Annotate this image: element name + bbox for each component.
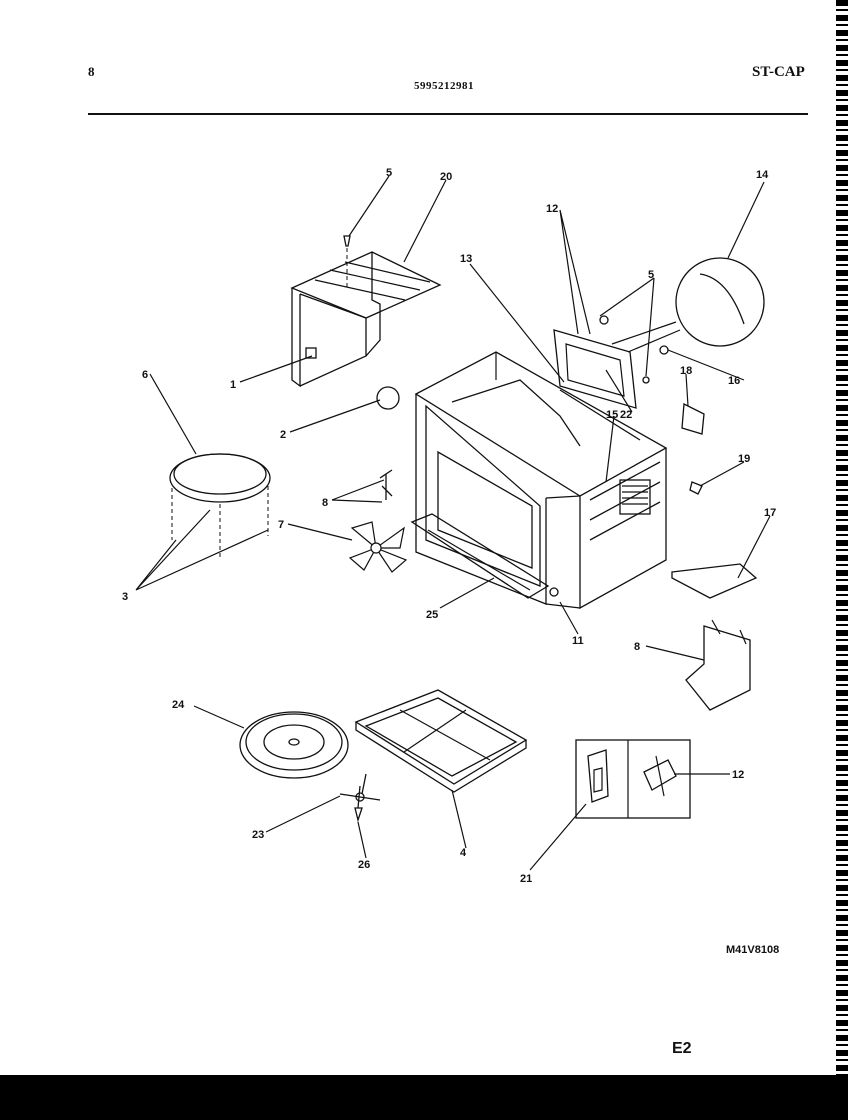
fan-part — [348, 521, 408, 573]
callout-12b: 12 — [732, 769, 744, 781]
control-panel-part — [553, 315, 650, 409]
coupler-part — [339, 773, 381, 809]
roller-ring-part — [169, 453, 271, 560]
callout-2: 2 — [280, 429, 286, 441]
figure-code: M41V8108 — [726, 944, 780, 956]
callout-24: 24 — [172, 699, 185, 711]
cavity-tray-part — [354, 689, 528, 793]
page-code: E2 — [672, 1040, 692, 1057]
callout-26: 26 — [358, 859, 370, 871]
callout-23: 23 — [252, 829, 264, 841]
right-small-parts — [659, 345, 758, 711]
header-rule — [88, 113, 808, 115]
callout-13: 13 — [460, 253, 472, 265]
callout-8b: 8 — [634, 641, 640, 653]
callout-5b: 5 — [648, 269, 654, 281]
callout-18: 18 — [680, 365, 692, 377]
base-tray-part — [410, 513, 550, 599]
scan-border-bottom — [0, 1075, 848, 1120]
turntable-part — [239, 711, 349, 779]
callout-3: 3 — [122, 591, 128, 603]
bracket-part — [379, 469, 393, 500]
scan-border-right — [836, 0, 848, 1075]
document-number: 5995212981 — [414, 80, 474, 92]
callout-16: 16 — [728, 375, 740, 387]
cabinet-part — [414, 351, 668, 610]
page-number: 8 — [88, 64, 95, 79]
callout-25: 25 — [426, 609, 438, 621]
leader-lines — [135, 175, 771, 871]
callout-11: 11 — [572, 635, 584, 647]
callout-1: 1 — [230, 379, 236, 391]
callout-12a: 12 — [546, 203, 558, 215]
callout-8a: 8 — [322, 497, 328, 509]
callout-7: 7 — [278, 519, 284, 531]
shaft-part — [354, 807, 363, 823]
callout-4: 4 — [460, 847, 467, 859]
detail-circle — [611, 257, 765, 353]
screw-part — [343, 235, 351, 290]
boxed-parts — [575, 739, 691, 819]
callout-21: 21 — [520, 873, 532, 885]
callout-6: 6 — [142, 369, 148, 381]
callout-14: 14 — [756, 169, 769, 181]
callout-5a: 5 — [386, 167, 392, 179]
top-cover-part — [290, 251, 442, 388]
callout-19: 19 — [738, 453, 750, 465]
callout-17: 17 — [764, 507, 776, 519]
callout-22: 22 — [620, 409, 632, 421]
callout-15: 15 — [606, 409, 618, 421]
callout-20: 20 — [440, 171, 452, 183]
document-code: ST-CAP — [752, 64, 805, 80]
